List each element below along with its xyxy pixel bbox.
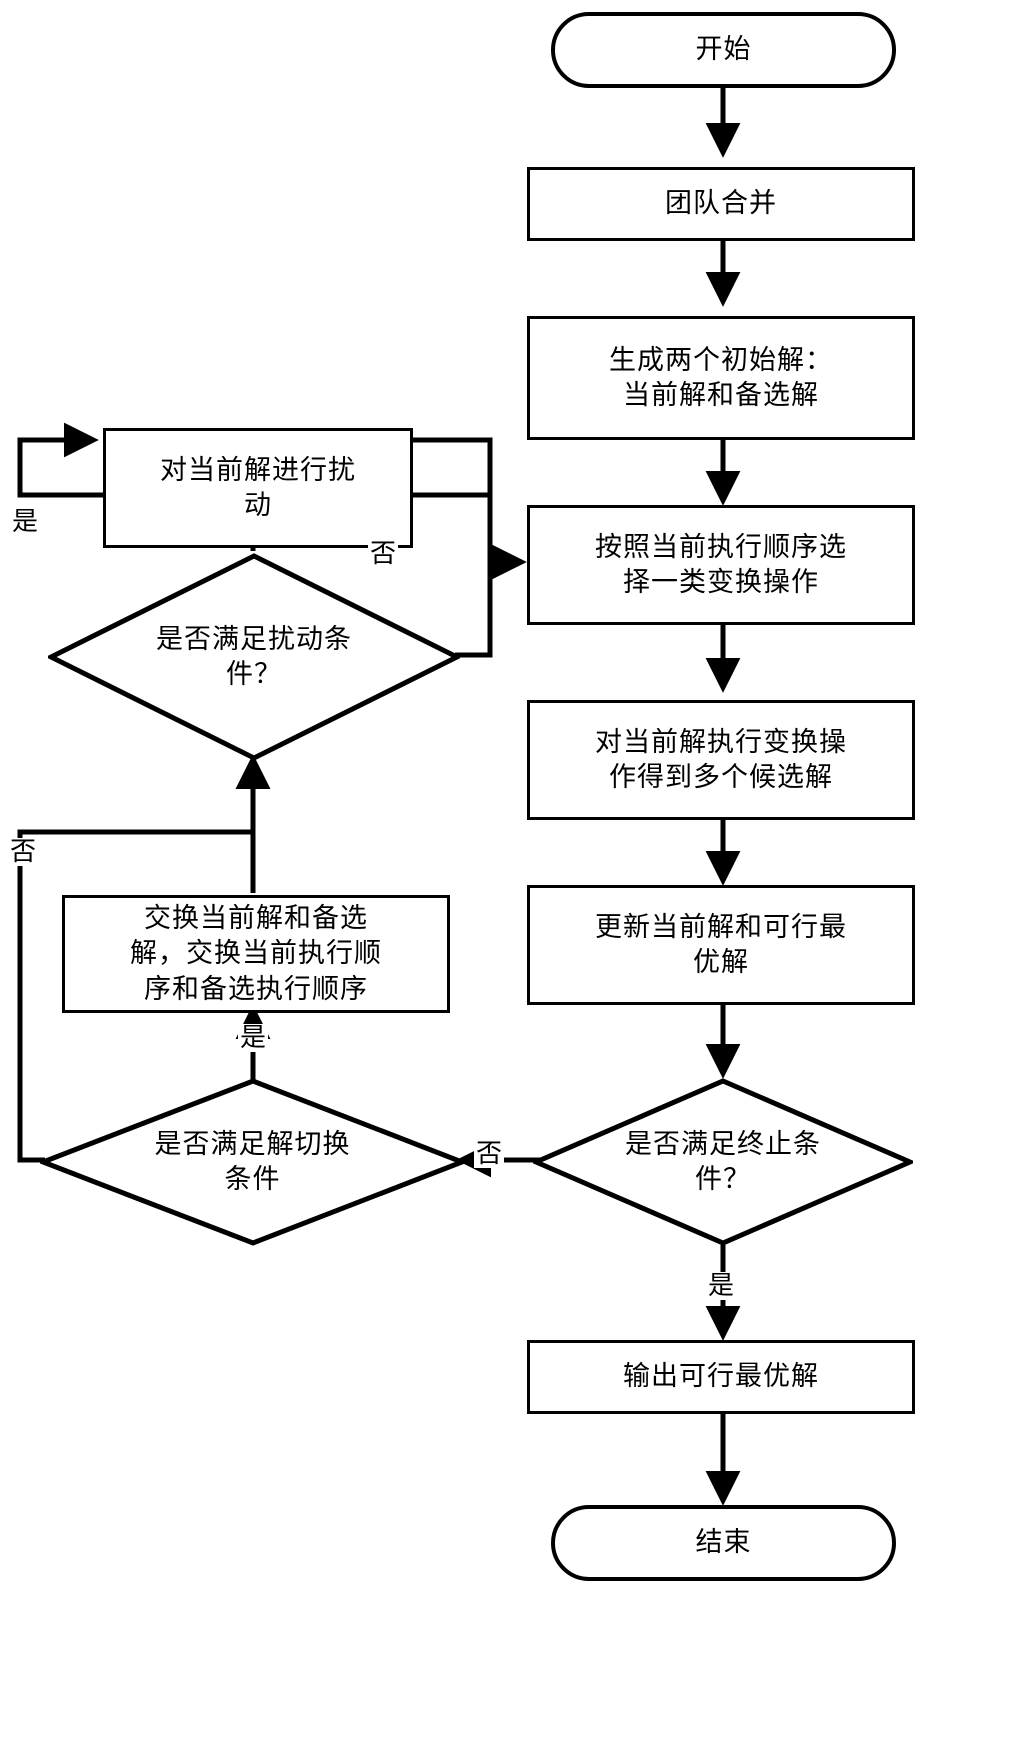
node-output-best-solution-label: 输出可行最优解	[623, 1361, 819, 1393]
node-perturbation-condition-label: 是否满足扰动条 件？	[156, 623, 352, 690]
node-update-solutions[interactable]: 更新当前解和可行最 优解	[527, 885, 915, 1005]
node-perturbation-condition[interactable]: 是否满足扰动条 件？	[48, 553, 460, 761]
decision-diamond-shape	[48, 553, 460, 761]
edge-label-terminate-yes: 是	[706, 1271, 737, 1301]
node-start[interactable]: 开始	[551, 12, 896, 88]
node-solution-switch-condition-label: 是否满足解切换 条件	[154, 1128, 351, 1195]
decision-diamond-shape	[533, 1078, 913, 1246]
node-apply-transform-operation-label: 对当前解执行变换操 作得到多个候选解	[595, 726, 847, 793]
node-select-transform-operation-label: 按照当前执行顺序选 择一类变换操作	[595, 531, 847, 598]
node-output-best-solution[interactable]: 输出可行最优解	[527, 1340, 915, 1414]
edge-label-switch-no: 否	[8, 837, 39, 867]
node-generate-initial-solutions-label: 生成两个初始解： 当前解和备选解	[609, 344, 833, 411]
node-swap-solutions[interactable]: 交换当前解和备选 解，交换当前执行顺 序和备选执行顺序	[62, 895, 450, 1013]
edge-label-perturb-yes: 是	[10, 507, 41, 537]
node-solution-switch-condition[interactable]: 是否满足解切换 条件	[40, 1078, 465, 1246]
node-apply-transform-operation[interactable]: 对当前解执行变换操 作得到多个候选解	[527, 700, 915, 820]
decision-diamond-shape	[40, 1078, 465, 1246]
node-update-solutions-label: 更新当前解和可行最 优解	[595, 911, 847, 978]
node-select-transform-operation[interactable]: 按照当前执行顺序选 择一类变换操作	[527, 505, 915, 625]
node-end[interactable]: 结束	[551, 1505, 896, 1581]
node-end-label: 结束	[695, 1527, 752, 1559]
node-swap-solutions-label: 交换当前解和备选 解，交换当前执行顺 序和备选执行顺序	[130, 903, 382, 1005]
edge-label-terminate-no: 否	[474, 1139, 505, 1169]
node-team-merge[interactable]: 团队合并	[527, 167, 915, 241]
node-perturb-current-solution[interactable]: 对当前解进行扰 动	[103, 428, 413, 548]
edge-label-switch-yes: 是	[238, 1023, 269, 1053]
node-team-merge-label: 团队合并	[665, 188, 777, 220]
node-perturb-current-solution-label: 对当前解进行扰 动	[160, 454, 356, 521]
node-termination-condition-label: 是否满足终止条 件？	[625, 1128, 821, 1195]
node-start-label: 开始	[695, 34, 752, 66]
edge-label-perturb-no: 否	[368, 539, 399, 569]
node-generate-initial-solutions[interactable]: 生成两个初始解： 当前解和备选解	[527, 316, 915, 440]
node-termination-condition[interactable]: 是否满足终止条 件？	[533, 1078, 913, 1246]
